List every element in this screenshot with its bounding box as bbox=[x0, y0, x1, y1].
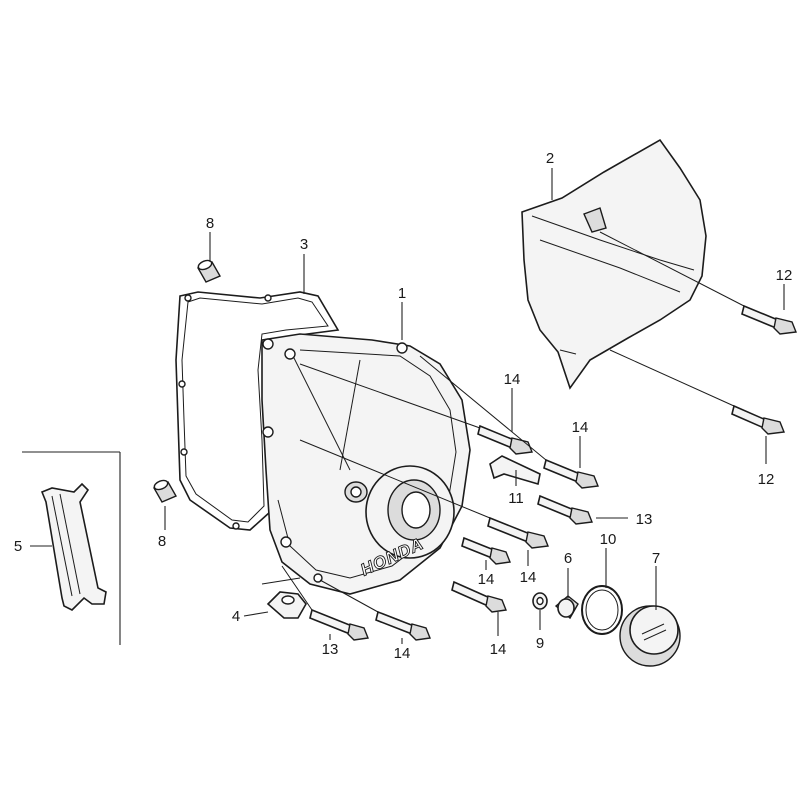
callout-7: 7 bbox=[652, 550, 660, 567]
part-8-dowel-lower bbox=[153, 479, 177, 503]
callout-1: 1 bbox=[398, 285, 406, 302]
part-8-dowel-upper bbox=[197, 259, 221, 283]
inset-frame bbox=[22, 451, 121, 645]
callout-13-bottom: 13 bbox=[322, 641, 339, 658]
part-11-clip bbox=[489, 455, 541, 486]
part-7-cap bbox=[619, 605, 681, 667]
callout-10: 10 bbox=[600, 531, 617, 548]
callout-14-c: 14 bbox=[478, 571, 495, 588]
bolt-14-b bbox=[543, 458, 599, 489]
callout-12-lower: 12 bbox=[758, 471, 775, 488]
callout-12-upper: 12 bbox=[776, 267, 793, 284]
bolt-12-upper bbox=[741, 304, 797, 335]
callout-14-e: 14 bbox=[490, 641, 507, 658]
callout-8-lower: 8 bbox=[158, 533, 166, 550]
bolt-14-f bbox=[375, 610, 431, 641]
bolt-14-c bbox=[487, 516, 549, 549]
callout-14-d: 14 bbox=[520, 569, 537, 586]
leader-lines bbox=[30, 168, 785, 644]
part-4-clamp bbox=[266, 591, 307, 619]
part-6-plug-bolt bbox=[554, 595, 579, 620]
callout-5: 5 bbox=[14, 538, 22, 555]
part-5-bracket bbox=[40, 482, 107, 611]
callout-9: 9 bbox=[536, 635, 544, 652]
bolt-14-a bbox=[477, 424, 533, 455]
part-2-sprocket-cover bbox=[521, 138, 707, 390]
callout-14-f: 14 bbox=[394, 645, 411, 662]
callout-8-upper: 8 bbox=[206, 215, 214, 232]
part-10-o-ring bbox=[581, 585, 623, 635]
assembly-lines bbox=[261, 231, 745, 613]
callout-labels: 1 2 3 4 5 6 7 8 8 9 10 11 12 12 13 13 14… bbox=[14, 150, 793, 662]
bolt-14-d bbox=[461, 536, 511, 565]
callout-6: 6 bbox=[564, 550, 572, 567]
callout-11: 11 bbox=[508, 490, 524, 507]
bolt-14-e bbox=[451, 580, 507, 613]
callout-2: 2 bbox=[546, 150, 554, 167]
bolt-12-lower bbox=[731, 404, 785, 435]
bolt-13-a bbox=[537, 494, 593, 525]
callout-3: 3 bbox=[300, 236, 308, 253]
callout-14-a: 14 bbox=[504, 371, 521, 388]
part-1-crankcase-cover: HONDA bbox=[261, 333, 471, 595]
callout-13-right: 13 bbox=[636, 511, 653, 528]
callout-14-b: 14 bbox=[572, 419, 589, 436]
callout-4: 4 bbox=[232, 608, 240, 625]
part-9-washer bbox=[532, 592, 548, 610]
bolt-13-b bbox=[309, 608, 369, 641]
